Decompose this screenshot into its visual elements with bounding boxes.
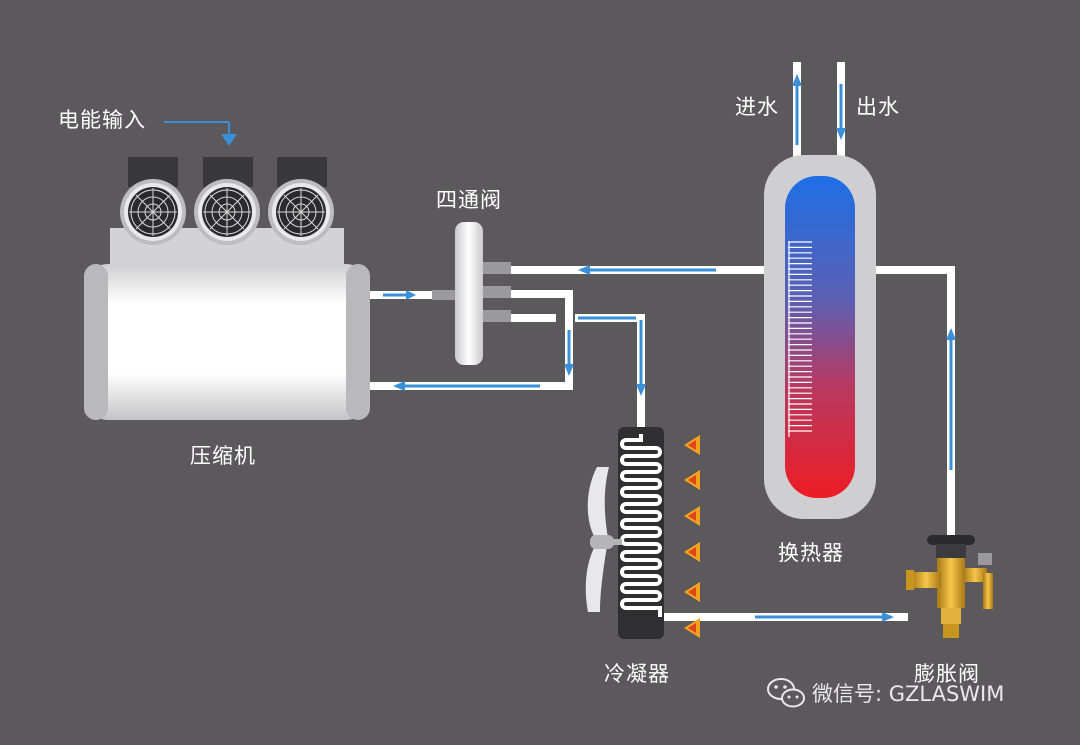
fan-icon-3 (267, 178, 335, 246)
flow-arrow-icon (578, 265, 716, 275)
heat-exchanger-core (785, 176, 855, 498)
heat-exchanger-label: 换热器 (778, 541, 844, 565)
flow-arrow-icon (578, 316, 646, 396)
four-way-valve (432, 222, 511, 365)
heat-exchanger (764, 155, 876, 519)
four-way-valve-label: 四通阀 (436, 188, 502, 212)
fan-icon-1 (119, 178, 187, 246)
condenser-label: 冷凝器 (604, 662, 670, 686)
flow-arrow-icon (755, 612, 894, 622)
power-input-label: 电能输入 (58, 108, 146, 132)
watermark-text: 微信号: GZLASWIM (812, 682, 1005, 706)
compressor (84, 157, 370, 420)
flow-arrow-icon (383, 290, 416, 300)
compressor-tank (84, 264, 370, 420)
pipe-exchanger-to-expansion (874, 266, 955, 540)
flow-arrow-icon (564, 330, 574, 376)
condenser-coil (620, 434, 662, 617)
expansion-valve-body (937, 558, 965, 608)
flow-arrow-icon (393, 381, 540, 391)
expansion-valve-label: 膨胀阀 (914, 662, 980, 686)
pipe-to-condenser (575, 314, 645, 430)
flow-arrow-icon (836, 84, 846, 140)
flame-icon (684, 470, 700, 490)
wechat-icon (767, 678, 805, 708)
compressor-label: 压缩机 (190, 444, 256, 468)
fan-icon-2 (193, 178, 261, 246)
flame-icon (684, 506, 700, 526)
heat-exchanger-coil (788, 241, 812, 437)
power-input-arrow (164, 121, 237, 146)
flame-icon (684, 582, 700, 602)
flow-arrow-icon (792, 74, 802, 145)
flow-arrows (383, 74, 956, 622)
water-in-label: 进水 (735, 95, 779, 119)
condenser (618, 427, 700, 639)
water-out-label: 出水 (856, 95, 900, 119)
heat-flames (684, 435, 700, 638)
four-way-valve-body (455, 222, 483, 365)
flow-arrow-icon (946, 328, 956, 470)
flame-icon (684, 542, 700, 562)
expansion-valve (906, 535, 993, 638)
watermark: 微信号: GZLASWIM (766, 677, 1004, 709)
flame-icon (684, 435, 700, 455)
condenser-fan-icon (585, 467, 622, 612)
